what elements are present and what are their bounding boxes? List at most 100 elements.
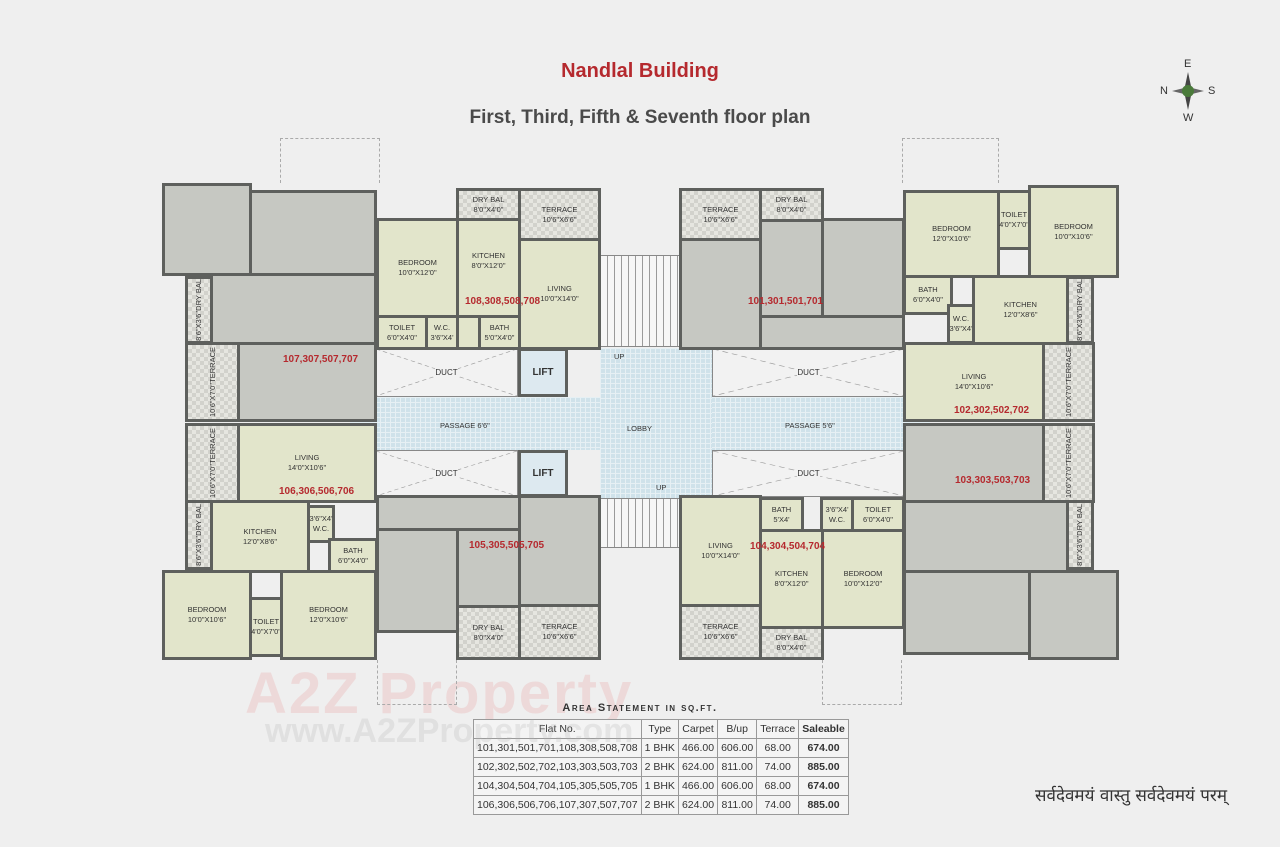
compass-east: E	[1184, 58, 1192, 70]
vastu-motto: सर्वदेवमयं वास्तु सर्वदेवमयं परम्	[1035, 786, 1228, 806]
page-title: Nandlal Building	[561, 60, 719, 82]
projection-outline	[280, 138, 380, 183]
unit-104-number: 104,304,504,704	[750, 541, 826, 552]
cell-saleable: 674.00	[798, 776, 849, 796]
cell-bup: 606.00	[717, 776, 758, 796]
cell-type: 2 BHK	[640, 757, 679, 777]
compass-south: S	[1208, 85, 1216, 97]
unit-108-number: 108,308,508,708	[465, 296, 541, 307]
header-bup: B/up	[717, 719, 758, 739]
header-saleable: Saleable	[798, 719, 849, 739]
cell-type: 2 BHK	[640, 795, 679, 815]
unit-101-bedroom	[821, 218, 905, 318]
projection-outline	[902, 138, 999, 183]
unit-107-kitchen-dining	[210, 273, 377, 346]
cell-carpet: 466.00	[677, 776, 719, 796]
cell-saleable: 885.00	[798, 757, 849, 777]
staircase-top	[600, 255, 680, 347]
unit-106-number: 106,306,506,706	[279, 486, 355, 497]
cell-saleable: 674.00	[798, 738, 849, 758]
cell-type: 1 BHK	[640, 776, 679, 796]
projection-outline	[822, 660, 902, 705]
watermark-url: www.A2ZProperty.com	[265, 712, 634, 750]
unit-105-kitchen-dining	[456, 528, 521, 608]
unit-107-living	[237, 342, 377, 422]
duct-bottom-left: DUCT	[375, 450, 518, 497]
watermark: A2Z Property	[245, 661, 634, 726]
lobby-label: LOBBY	[627, 424, 653, 433]
header-type: Type	[640, 719, 679, 739]
duct-bottom-right: DUCT	[712, 450, 905, 497]
unit-103-living	[903, 423, 1045, 503]
cell-type: 1 BHK	[640, 738, 679, 758]
cell-carpet: 466.00	[677, 738, 719, 758]
cell-terrace: 74.00	[756, 795, 800, 815]
header-terrace: Terrace	[756, 719, 800, 739]
cell-terrace: 74.00	[756, 757, 800, 777]
cell-bup: 606.00	[717, 738, 758, 758]
cell-bup: 811.00	[717, 757, 758, 777]
cell-terrace: 68.00	[756, 738, 800, 758]
unit-105-bedroom	[376, 528, 459, 633]
cell-flat-no: 101,301,501,701,108,308,508,708	[473, 738, 642, 758]
unit-107-bedroom	[162, 183, 252, 276]
page-subtitle: First, Third, Fifth & Seventh floor plan	[469, 107, 811, 128]
unit-107-number: 107,307,507,707	[283, 354, 359, 365]
duct-top-left: DUCT	[375, 348, 518, 397]
header-carpet: Carpet	[677, 719, 719, 739]
lift-bottom: LIFT	[518, 450, 568, 497]
cell-saleable: 885.00	[798, 795, 849, 815]
passage-right-label: PASSAGE 5'6"	[785, 421, 835, 430]
projection-outline	[377, 660, 457, 705]
unit-103-bedroom	[903, 570, 1031, 655]
unit-107-bedroom-2	[249, 190, 377, 276]
unit-104-wc: 3'6"X4'W.C.	[820, 497, 854, 532]
area-statement-title: Area Statement in sq.ft.	[562, 702, 718, 714]
unit-105-living	[518, 495, 601, 607]
cell-carpet: 624.00	[677, 757, 719, 777]
unit-102-number: 102,302,502,702	[954, 405, 1030, 416]
unit-103-kitchen-dining	[903, 500, 1069, 573]
cell-flat-no: 106,306,506,706,107,307,507,707	[473, 795, 642, 815]
cell-flat-no: 104,304,504,704,105,305,505,705	[473, 776, 642, 796]
staircase-bottom	[600, 498, 680, 548]
compass-west: W	[1183, 112, 1194, 124]
unit-103-bedroom-2	[1028, 570, 1119, 660]
unit-105-number: 105,305,505,705	[469, 540, 545, 551]
lobby-core	[600, 348, 712, 498]
passage-left-label: PASSAGE 6'6"	[440, 421, 490, 430]
cell-flat-no: 102,302,502,702,103,303,503,703	[473, 757, 642, 777]
unit-101-number: 101,301,501,701	[748, 296, 824, 307]
stair-up-label: UP	[656, 483, 667, 492]
unit-106-wc: 3'6"X4'W.C.	[307, 505, 335, 543]
compass-rose-icon	[1172, 72, 1204, 110]
